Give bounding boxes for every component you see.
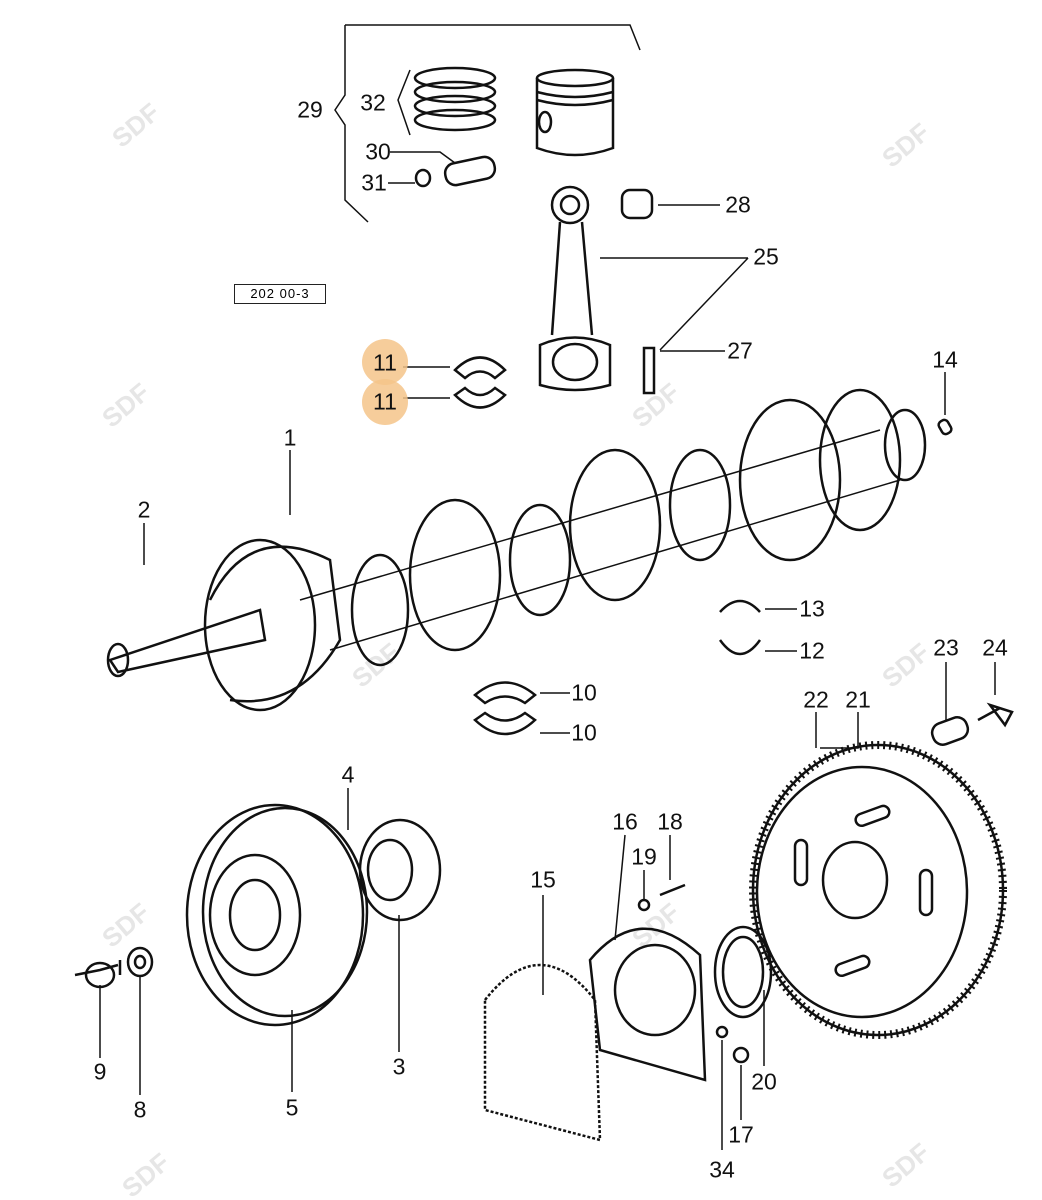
callout-21[interactable]: 21 xyxy=(845,686,871,713)
main-bearing-shell-lower xyxy=(453,386,507,409)
callout-10-lower[interactable]: 10 xyxy=(571,719,597,746)
thrust-washer-upper xyxy=(719,599,761,613)
callout-24[interactable]: 24 xyxy=(982,634,1008,661)
crankshaft xyxy=(106,388,927,712)
callout-9[interactable]: 9 xyxy=(93,1058,107,1085)
callout-29[interactable]: 29 xyxy=(297,96,323,123)
circlip xyxy=(414,168,432,188)
oil-seal-20 xyxy=(713,925,773,1019)
callout-15[interactable]: 15 xyxy=(530,866,556,893)
callout-30[interactable]: 30 xyxy=(365,138,391,165)
callout-22[interactable]: 22 xyxy=(803,686,829,713)
callout-3[interactable]: 3 xyxy=(392,1053,406,1080)
callout-19[interactable]: 19 xyxy=(631,843,657,870)
callout-14[interactable]: 14 xyxy=(932,346,958,373)
callout-34[interactable]: 34 xyxy=(709,1156,735,1183)
rod-bolt xyxy=(642,346,656,395)
callout-17[interactable]: 17 xyxy=(728,1121,754,1148)
pulley xyxy=(185,803,369,1027)
callout-28[interactable]: 28 xyxy=(725,191,751,218)
callout-12[interactable]: 12 xyxy=(799,637,825,664)
reference-code: 202 00-3 xyxy=(234,284,326,304)
piston-pin xyxy=(443,155,497,187)
highlight-marker xyxy=(362,339,408,385)
callout-32[interactable]: 32 xyxy=(360,89,386,116)
callout-13[interactable]: 13 xyxy=(799,595,825,622)
callout-1[interactable]: 1 xyxy=(283,424,297,451)
highlight-marker xyxy=(362,379,408,425)
callout-8[interactable]: 8 xyxy=(133,1096,147,1123)
callout-11-upper[interactable]: 11 xyxy=(373,349,397,376)
callout-4[interactable]: 4 xyxy=(341,761,355,788)
callout-27[interactable]: 27 xyxy=(727,337,753,364)
flywheel xyxy=(749,741,1007,1039)
connecting-rod xyxy=(538,185,612,392)
piston-rings xyxy=(413,66,497,132)
callout-11-lower[interactable]: 11 xyxy=(373,388,397,415)
main-bearing-shell-upper xyxy=(453,356,507,380)
callout-2[interactable]: 2 xyxy=(137,496,151,523)
callout-20[interactable]: 20 xyxy=(751,1068,777,1095)
callout-5[interactable]: 5 xyxy=(285,1094,299,1121)
callout-16[interactable]: 16 xyxy=(612,808,638,835)
callout-23[interactable]: 23 xyxy=(933,634,959,661)
piston xyxy=(535,68,615,157)
seal-carrier-16 xyxy=(588,927,707,1082)
crank-hub xyxy=(358,818,442,922)
callout-18[interactable]: 18 xyxy=(657,808,683,835)
thrust-washer-lower xyxy=(718,639,762,656)
callout-10-upper[interactable]: 10 xyxy=(571,679,597,706)
gasket-15 xyxy=(483,963,602,1142)
callout-25[interactable]: 25 xyxy=(753,243,779,270)
callout-31[interactable]: 31 xyxy=(361,169,387,196)
